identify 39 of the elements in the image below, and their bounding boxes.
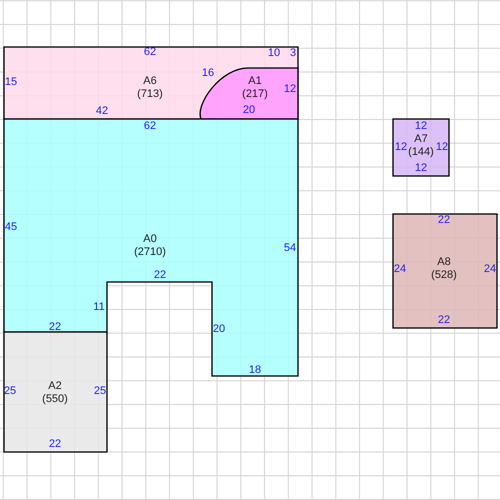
dimension-label: 25 bbox=[4, 385, 16, 397]
dimension-label: 12 bbox=[436, 141, 448, 153]
dimension-label: 15 bbox=[4, 76, 18, 88]
dimension-label: 24 bbox=[394, 263, 406, 275]
room-name: A8 bbox=[436, 256, 452, 269]
dimension-label: 62 bbox=[144, 46, 156, 58]
dimension-label: 24 bbox=[484, 263, 496, 275]
dimension-label: 18 bbox=[248, 364, 262, 376]
dimension-label: 20 bbox=[212, 323, 226, 335]
room-name: A7 bbox=[413, 133, 429, 146]
dimension-label: 12 bbox=[414, 120, 428, 132]
dimension-label: 62 bbox=[144, 120, 156, 132]
area-value: (144) bbox=[408, 146, 434, 159]
dimension-label: 12 bbox=[284, 83, 296, 95]
dimension-label: 54 bbox=[284, 242, 296, 254]
dimension-label: 45 bbox=[4, 221, 18, 233]
dimension-label: 25 bbox=[94, 385, 106, 397]
room-name: A1 bbox=[247, 75, 263, 88]
dimension-label: 22 bbox=[438, 314, 450, 326]
area-value: (2710) bbox=[134, 246, 166, 259]
dimension-label: 20 bbox=[242, 104, 256, 116]
dimension-label: 22 bbox=[48, 321, 62, 333]
area-value: (550) bbox=[42, 393, 68, 406]
dimension-label: 12 bbox=[394, 141, 408, 153]
dimension-label: 12 bbox=[414, 162, 428, 174]
room-name: A6 bbox=[142, 75, 158, 88]
dimension-label: 16 bbox=[202, 67, 214, 79]
dimension-label: 11 bbox=[93, 301, 105, 313]
room-name: A0 bbox=[142, 233, 158, 246]
room-name: A2 bbox=[47, 380, 63, 393]
area-value: (713) bbox=[137, 88, 163, 101]
dimension-label: 10 bbox=[268, 47, 280, 59]
area-value: (217) bbox=[242, 88, 268, 101]
dimension-label: 3 bbox=[290, 47, 296, 59]
dimension-label: 22 bbox=[154, 269, 166, 281]
dimension-label: 22 bbox=[438, 214, 450, 226]
dimension-label: 22 bbox=[48, 438, 62, 450]
dimension-label: 42 bbox=[96, 105, 108, 117]
area-value: (528) bbox=[431, 269, 457, 282]
